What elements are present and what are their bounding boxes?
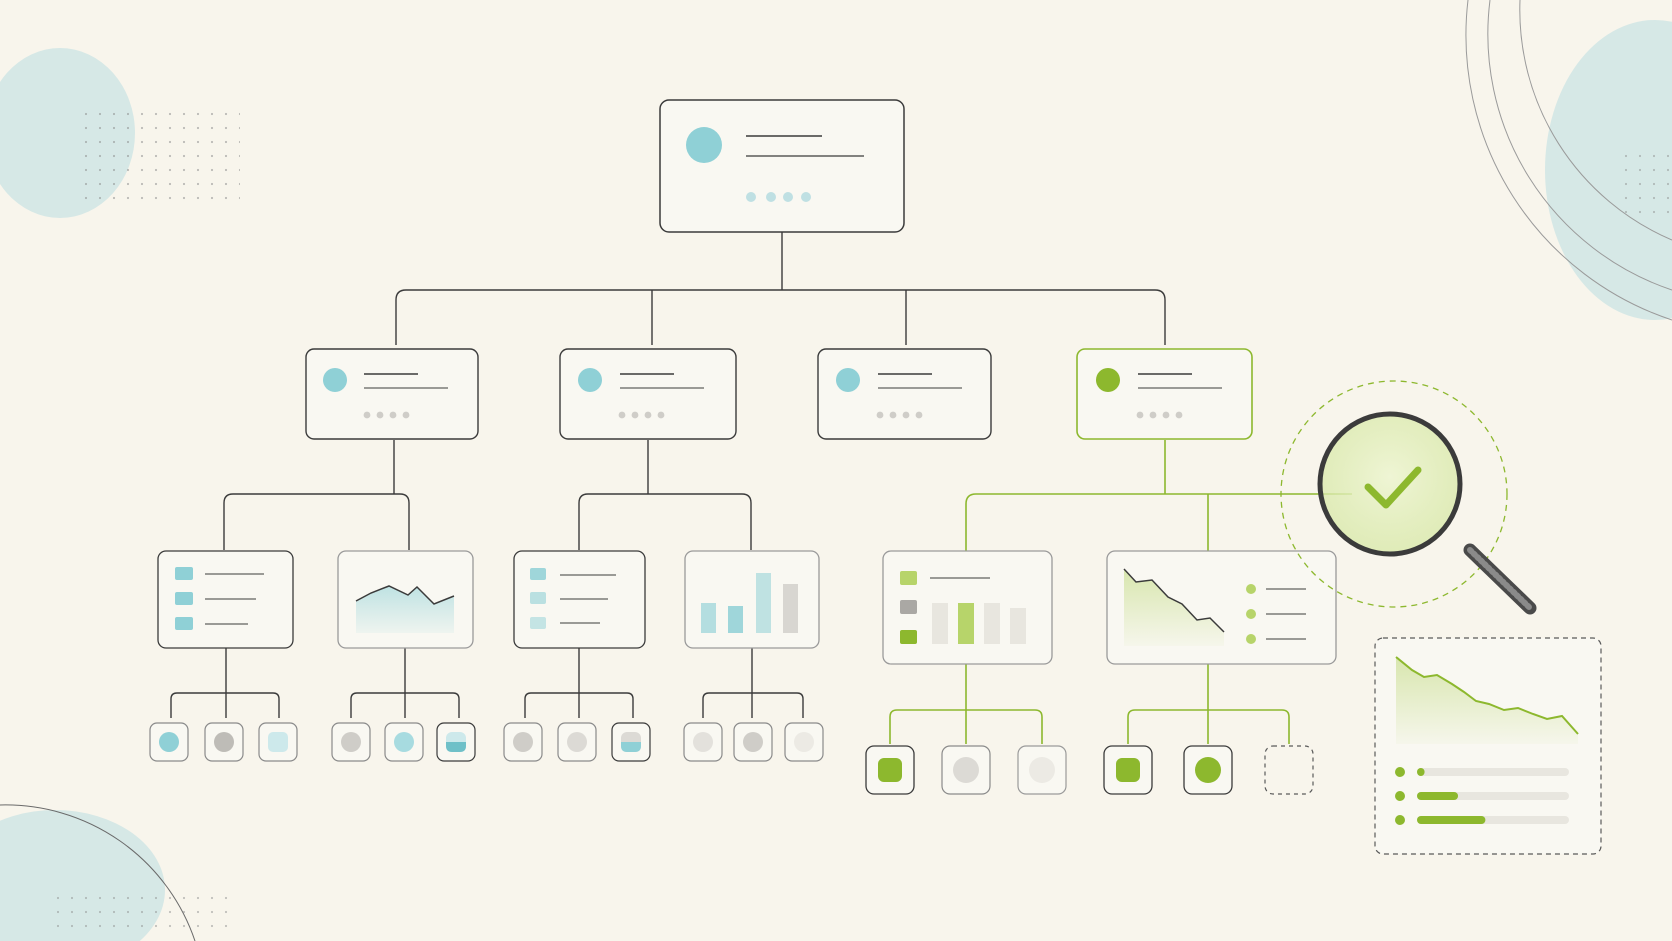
leaf-group-5	[865, 745, 1067, 795]
leaf-node[interactable]	[258, 722, 298, 762]
leaf-node[interactable]	[611, 722, 651, 762]
list-card-1[interactable]	[157, 550, 294, 649]
leaf-node[interactable]	[941, 745, 991, 795]
leaf-node[interactable]	[557, 722, 597, 762]
connectors-green	[889, 440, 1352, 744]
progress-fill	[1417, 768, 1425, 776]
leaf-node[interactable]	[331, 722, 371, 762]
leaf-group-1	[149, 722, 298, 762]
magnifier[interactable]	[1280, 380, 1537, 615]
leaf-node[interactable]	[733, 722, 773, 762]
decor-arc-top-right-3	[1519, 0, 1672, 241]
leaf-node-empty[interactable]	[1264, 745, 1314, 795]
avatar	[323, 368, 347, 392]
progress-bullet	[1395, 791, 1405, 801]
decor-dot-grid-top-left	[80, 108, 240, 203]
bar-chart-card[interactable]	[684, 550, 820, 649]
leaf-node[interactable]	[1183, 745, 1233, 795]
leaf-node[interactable]	[149, 722, 189, 762]
level1-card-a[interactable]	[305, 348, 479, 440]
detail-panel[interactable]	[1374, 637, 1602, 855]
pagination-dots	[746, 192, 811, 202]
leaf-node[interactable]	[436, 722, 476, 762]
list-bar-card[interactable]	[882, 550, 1053, 665]
leaf-group-2	[331, 722, 476, 762]
trend-line	[1395, 656, 1579, 735]
avatar	[686, 127, 722, 163]
leaf-node[interactable]	[683, 722, 723, 762]
root-card[interactable]	[659, 99, 905, 233]
leaf-node[interactable]	[784, 722, 824, 762]
progress-track	[1417, 768, 1569, 776]
level1-card-c[interactable]	[817, 348, 992, 440]
decor-blob-top-right	[1545, 20, 1672, 320]
area-chart-card[interactable]	[337, 550, 474, 649]
list-card-2[interactable]	[513, 550, 646, 649]
progress-bullet	[1395, 767, 1405, 777]
avatar	[1096, 368, 1120, 392]
scan-range-ring	[1280, 380, 1508, 608]
decor-dot-grid-top-right	[1618, 148, 1672, 218]
progress-fill	[1417, 816, 1486, 824]
leaf-node[interactable]	[503, 722, 543, 762]
connectors-dark	[170, 232, 1166, 718]
avatar	[578, 368, 602, 392]
leaf-node[interactable]	[1103, 745, 1153, 795]
leaf-node[interactable]	[384, 722, 424, 762]
checkmark-icon	[1364, 466, 1422, 509]
leaf-node[interactable]	[1017, 745, 1067, 795]
decor-arc-top-right-2	[1487, 0, 1672, 291]
decor-dot-grid-bottom-left	[50, 896, 230, 936]
level1-card-d-highlighted[interactable]	[1076, 348, 1253, 440]
magnifier-lens	[1317, 411, 1463, 557]
leaf-node[interactable]	[204, 722, 244, 762]
leaf-group-3	[503, 722, 651, 762]
progress-fill	[1417, 792, 1459, 800]
progress-bullet	[1395, 815, 1405, 825]
level1-card-b[interactable]	[559, 348, 737, 440]
leaf-node[interactable]	[865, 745, 915, 795]
line-chart-list-card[interactable]	[1106, 550, 1337, 665]
avatar	[836, 368, 860, 392]
leaf-group-6	[1103, 745, 1314, 795]
leaf-group-4	[683, 722, 824, 762]
progress-list	[1395, 767, 1569, 825]
decor-arc-top-right-1	[1465, 0, 1672, 321]
